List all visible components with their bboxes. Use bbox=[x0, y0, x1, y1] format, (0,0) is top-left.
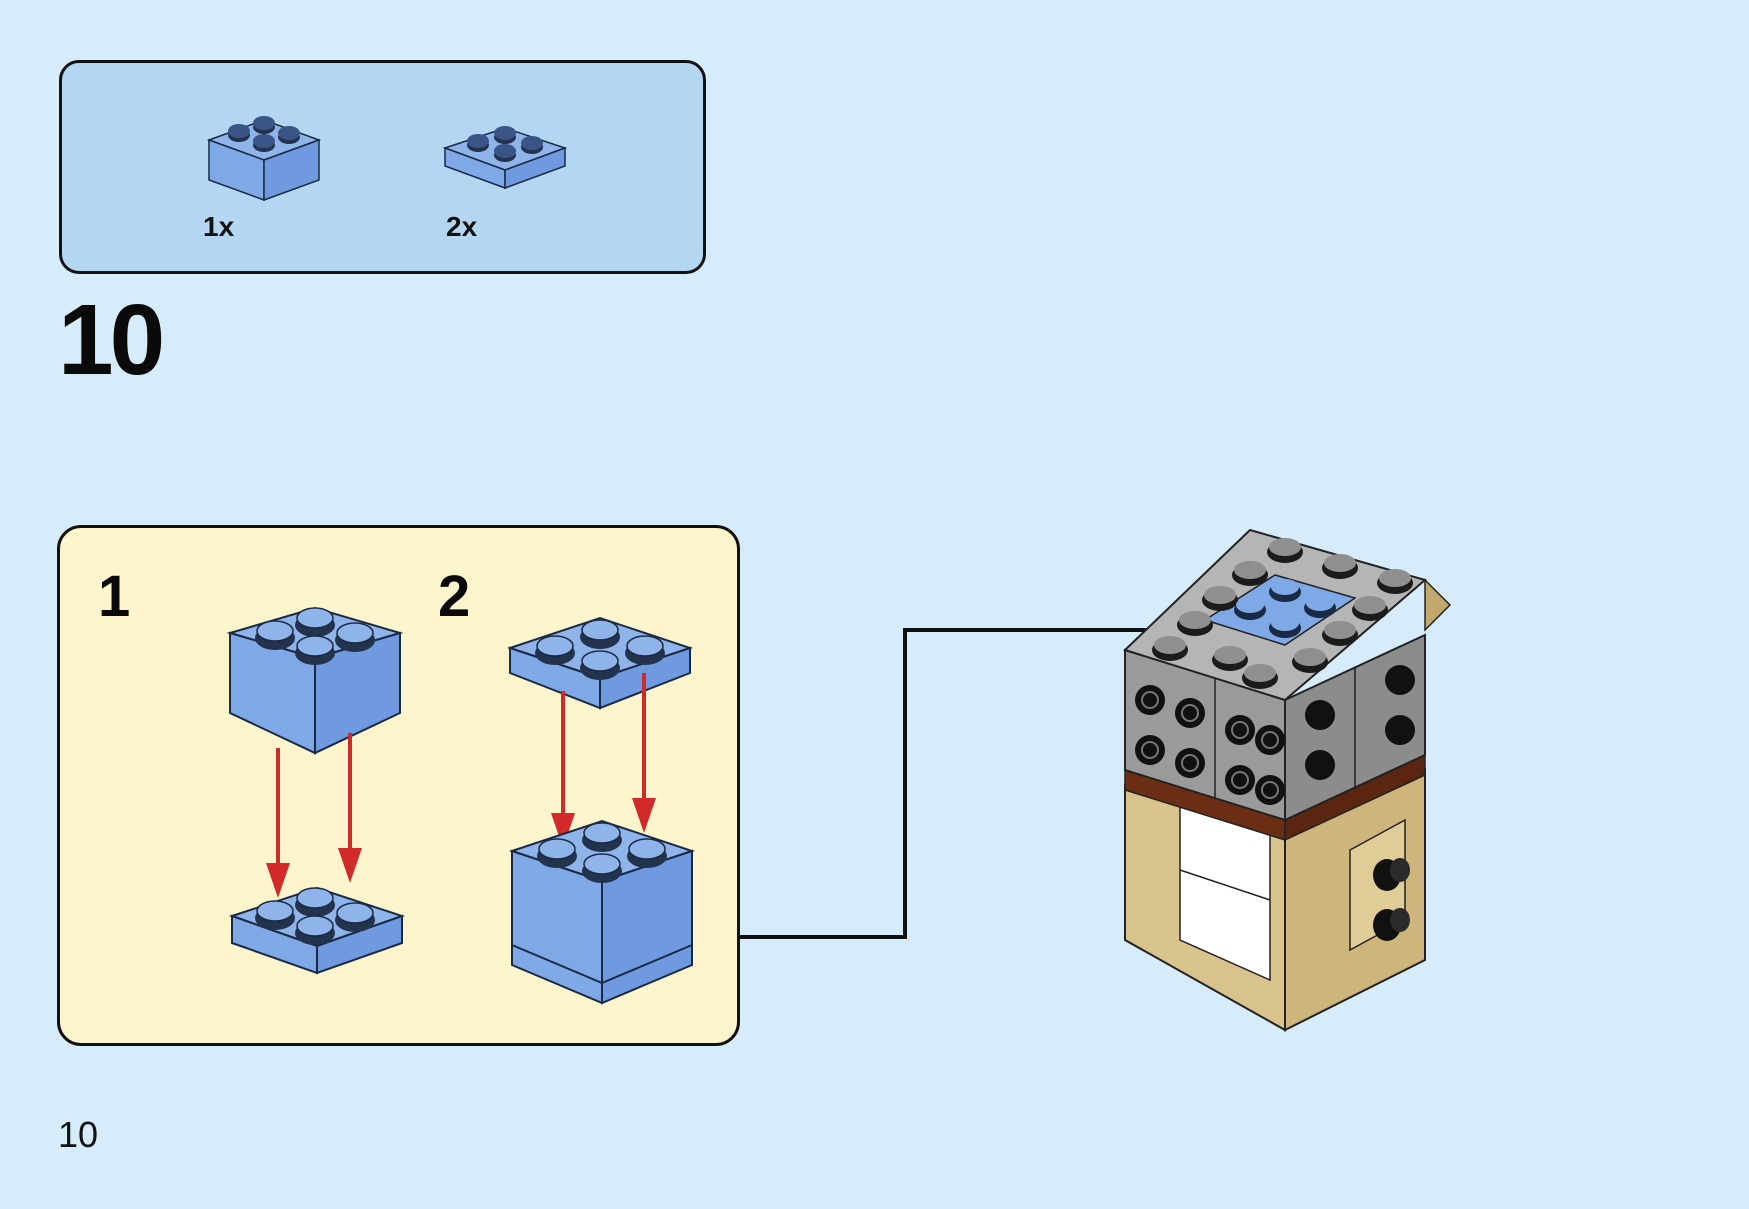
brick-2x2-icon bbox=[206, 116, 322, 202]
step-number: 10 bbox=[58, 284, 165, 396]
main-model-illustration bbox=[1123, 528, 1452, 1032]
brick-2x2-stack-icon bbox=[508, 819, 696, 1005]
arrow-down-icon bbox=[266, 733, 362, 898]
sub-step-number-1: 1 bbox=[98, 564, 131, 629]
arrow-down-icon bbox=[551, 673, 656, 848]
page-number: 10 bbox=[58, 1114, 99, 1155]
plate-2x2-icon bbox=[442, 126, 568, 190]
sub-step-2-illustration bbox=[506, 616, 696, 1005]
plate-2x2-icon bbox=[228, 886, 406, 975]
parts-list-box: 1x 2x bbox=[59, 60, 706, 274]
part-qty-brick: 1x bbox=[203, 211, 235, 242]
part-qty-plate: 2x bbox=[446, 211, 478, 242]
sub-step-number-2: 2 bbox=[438, 564, 471, 629]
plate-2x2-icon bbox=[506, 616, 694, 710]
sub-assembly-box: 1 2 bbox=[57, 525, 740, 1046]
brick-2x2-icon bbox=[226, 606, 404, 755]
sub-step-1-illustration bbox=[226, 606, 406, 975]
